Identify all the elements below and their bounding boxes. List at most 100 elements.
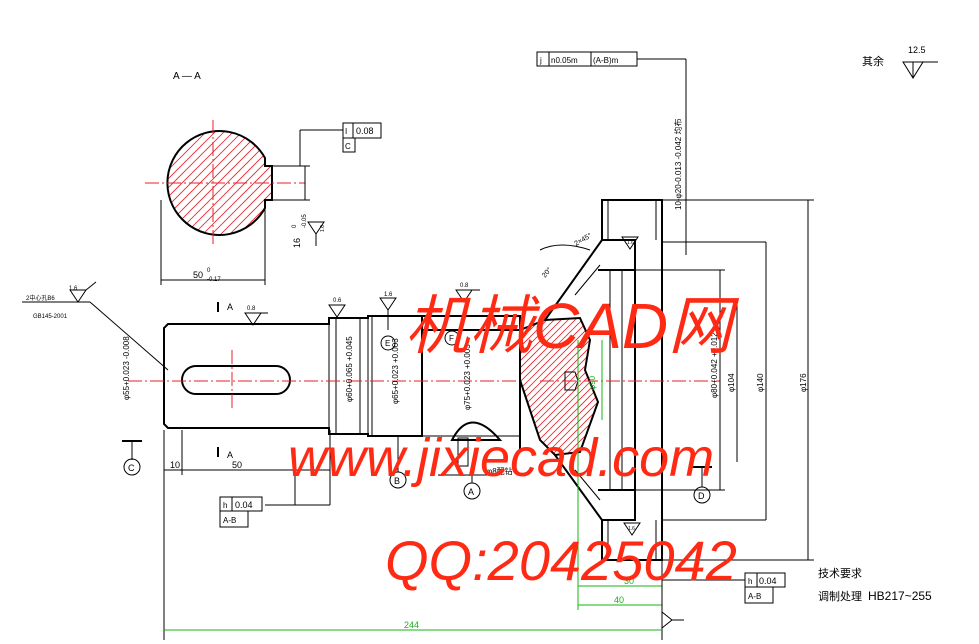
section-dia-tol-up: 0 bbox=[207, 268, 211, 274]
hatch-line bbox=[167, 130, 214, 236]
sym-frame-value bbox=[352, 122, 382, 139]
spline-note: 10-φ20-0.013 -0.042 均布 bbox=[673, 119, 683, 210]
datum-a bbox=[463, 482, 481, 500]
roughness-keyway-icon bbox=[307, 221, 325, 246]
hatch-line bbox=[167, 130, 178, 236]
tech-line1-value: HB217~255 bbox=[868, 589, 932, 603]
dim-d65: φ65+0.023 +0.003 bbox=[391, 338, 400, 404]
dim-d80: φ80+0.042 +0.012 bbox=[710, 332, 719, 398]
left-frame-value: 0.04 bbox=[235, 500, 253, 510]
hatch-line bbox=[525, 318, 598, 455]
keyway-width: 16 bbox=[292, 238, 302, 248]
hatch-line bbox=[39, 125, 159, 245]
pin-hole bbox=[450, 421, 503, 441]
set-screw bbox=[564, 371, 579, 391]
hatch-line bbox=[520, 318, 598, 455]
svg-text:1.6: 1.6 bbox=[384, 292, 393, 298]
svg-text:B: B bbox=[394, 476, 400, 486]
svg-text:E: E bbox=[385, 339, 390, 348]
svg-text:0.6: 0.6 bbox=[333, 298, 342, 304]
cut-label-bottom: A bbox=[227, 450, 233, 460]
datum-e bbox=[380, 335, 396, 351]
watermark: 机械CAD网 www.jixiecad.com QQ:20425042 bbox=[288, 290, 740, 592]
roughness-shaft-4-icon bbox=[455, 289, 480, 303]
left-frame-datum: A-B bbox=[223, 516, 236, 525]
hatch-line bbox=[167, 130, 259, 236]
hatch-line bbox=[227, 130, 272, 236]
section-diameter: 50 bbox=[193, 270, 203, 280]
datum-b bbox=[389, 471, 407, 489]
dim-len244: 244 bbox=[404, 620, 419, 630]
hatch-line bbox=[520, 318, 598, 455]
dim-d90: φ90 bbox=[588, 375, 597, 390]
leader-center-hole bbox=[89, 301, 169, 371]
hatch-line bbox=[167, 130, 196, 236]
svg-text:A: A bbox=[468, 487, 474, 497]
hatch-line bbox=[182, 130, 272, 236]
top-annotations: j n0.05m (A-B)m 其余 12.5 10-φ20-0.013 -0.… bbox=[536, 45, 938, 255]
hatch-line bbox=[167, 130, 250, 236]
hatch-line bbox=[520, 318, 593, 455]
tech-requirements: 技术要求 调制处理 HB217~255 bbox=[818, 567, 932, 603]
svg-text:D: D bbox=[698, 491, 705, 501]
hatch-line bbox=[167, 130, 232, 236]
watermark-line2: www.jixiecad.com bbox=[288, 428, 714, 488]
keyway-tol-dn: -0.05 bbox=[302, 214, 308, 228]
hub-section-outline bbox=[519, 316, 600, 457]
hatch-line bbox=[520, 318, 586, 455]
hatch-line bbox=[520, 318, 598, 455]
keyway-slot bbox=[181, 365, 291, 395]
section-outline bbox=[166, 130, 273, 236]
svg-text:I: I bbox=[345, 127, 347, 136]
svg-text:F: F bbox=[449, 334, 454, 343]
datum-d bbox=[693, 486, 711, 504]
hole-note: φ8配钻 bbox=[487, 466, 513, 476]
svg-text:C: C bbox=[128, 463, 135, 473]
dim-len30: 30 bbox=[624, 576, 634, 586]
hatch-line bbox=[209, 130, 272, 236]
hatch-line bbox=[167, 130, 272, 236]
top-frame-value: n0.05m bbox=[551, 56, 578, 65]
tech-title: 技术要求 bbox=[818, 567, 862, 580]
roughness-general-icon bbox=[902, 61, 938, 79]
svg-text:1.6: 1.6 bbox=[627, 240, 634, 246]
hatch-line bbox=[539, 318, 598, 455]
roughness-keyway-value: 1.6 bbox=[320, 225, 326, 232]
dim-len10: 10 bbox=[170, 460, 180, 470]
standard-note: GB145-2001 bbox=[33, 314, 68, 320]
dim-d140: φ140 bbox=[756, 373, 765, 392]
keyway-tol-up: 0 bbox=[292, 224, 298, 228]
hatch-line bbox=[532, 318, 598, 455]
roughness-other-label: 其余 bbox=[862, 54, 884, 68]
hatch-line bbox=[167, 130, 169, 236]
watermark-line3: QQ:20425042 bbox=[385, 529, 737, 592]
hatch-line bbox=[520, 318, 551, 455]
dim-len50: 50 bbox=[232, 460, 242, 470]
hatch-line bbox=[520, 318, 598, 455]
roughness-shaft-1-icon bbox=[244, 312, 268, 326]
roughness-left-value: 1.6 bbox=[69, 286, 78, 292]
right-frame-datum: A-B bbox=[748, 592, 761, 601]
dim-d55: φ55+0.023 -0.008 bbox=[122, 336, 131, 400]
hatch-line bbox=[520, 318, 572, 455]
hatch-line bbox=[200, 130, 272, 236]
roughness-left-icon bbox=[69, 281, 97, 303]
section-view: A — A 16 0 -0.05 1.6 50 0 -0.17 I 0.08 C bbox=[39, 71, 382, 285]
roughness-shaft-2-icon bbox=[328, 304, 346, 318]
dim-d176: φ176 bbox=[799, 373, 808, 392]
shaft-view: A A 0.8 0.6 1.6 0.8 φ55+0.023 -0.008 φ60… bbox=[122, 283, 520, 460]
right-frame-value: 0.04 bbox=[759, 576, 777, 586]
top-frame-symbol: j bbox=[539, 56, 542, 65]
datum-c bbox=[123, 458, 141, 476]
left-notes: 2中心孔B6 GB145-2001 1.6 bbox=[22, 281, 169, 371]
hatch-line bbox=[191, 130, 272, 236]
roughness-general-value: 12.5 bbox=[908, 45, 926, 55]
hatch-line bbox=[167, 130, 268, 236]
section-title: A — A bbox=[173, 71, 201, 82]
section-dia-tol-dn: -0.17 bbox=[207, 277, 221, 283]
center-hole-note: 2中心孔B6 bbox=[26, 294, 55, 302]
dim-d75: φ75+0.023 +0.003 bbox=[463, 344, 472, 410]
gear-view: 2×45° 20° 1.6 1.6 φ90 30 40 φ80+0.042 +0… bbox=[422, 199, 814, 610]
sym-frame-datum bbox=[342, 137, 356, 153]
